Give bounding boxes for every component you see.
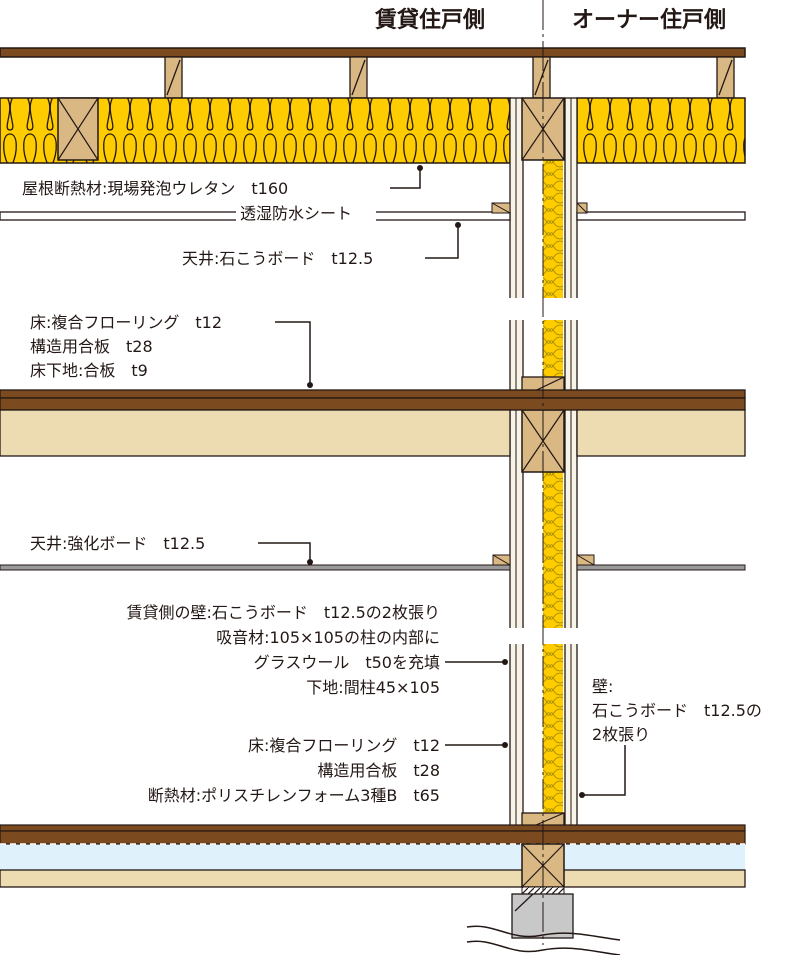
party-wall <box>505 97 585 832</box>
lower-floor-label-2: 構造用合板 t28 <box>317 761 440 780</box>
rental-side-heading: 賃貸住戸側 <box>374 7 485 33</box>
upper-floor-label-1: 床:複合フローリング t12 <box>30 313 222 332</box>
upper-floor-label-3: 床下地:合板 t9 <box>30 361 148 380</box>
leader-lines <box>258 168 626 796</box>
upper-floor-label-2: 構造用合板 t28 <box>30 337 153 356</box>
moisture-sheet-label: 透湿防水シート <box>240 204 352 223</box>
lower-floor-label-1: 床:複合フローリング t12 <box>248 736 440 755</box>
roof-struts <box>164 56 735 99</box>
roof-board <box>0 47 746 58</box>
owner-wall-label-1: 壁: <box>592 677 613 696</box>
lower-floor-label-3: 断熱材:ポリスチレンフォーム3種B t65 <box>148 786 440 805</box>
roof-insulation <box>0 97 746 164</box>
lower-ceiling-label: 天井:強化ボード t12.5 <box>30 534 205 553</box>
rental-wall-label-3: グラスウール t50を充填 <box>254 653 440 672</box>
rental-wall-label-1: 賃貸側の壁:石こうボード t12.5の2枚張り <box>127 603 440 622</box>
upper-ceiling-label: 天井:石こうボード t12.5 <box>182 249 373 268</box>
owner-wall-label-3: 2枚張り <box>592 725 650 744</box>
ground-floor <box>0 824 746 895</box>
roof-insulation-label: 屋根断熱材:現場発泡ウレタン t160 <box>22 179 288 198</box>
rental-wall-label-2: 吸音材:105×105の柱の内部に <box>216 628 440 647</box>
owner-side-heading: オーナー住戸側 <box>572 7 726 33</box>
owner-wall-label-2: 石こうボード t12.5の <box>592 701 762 720</box>
rental-wall-label-4: 下地:間柱45×105 <box>306 678 440 697</box>
leader-dots <box>307 165 585 798</box>
lower-ceiling <box>0 554 746 571</box>
upper-floor <box>0 389 746 457</box>
